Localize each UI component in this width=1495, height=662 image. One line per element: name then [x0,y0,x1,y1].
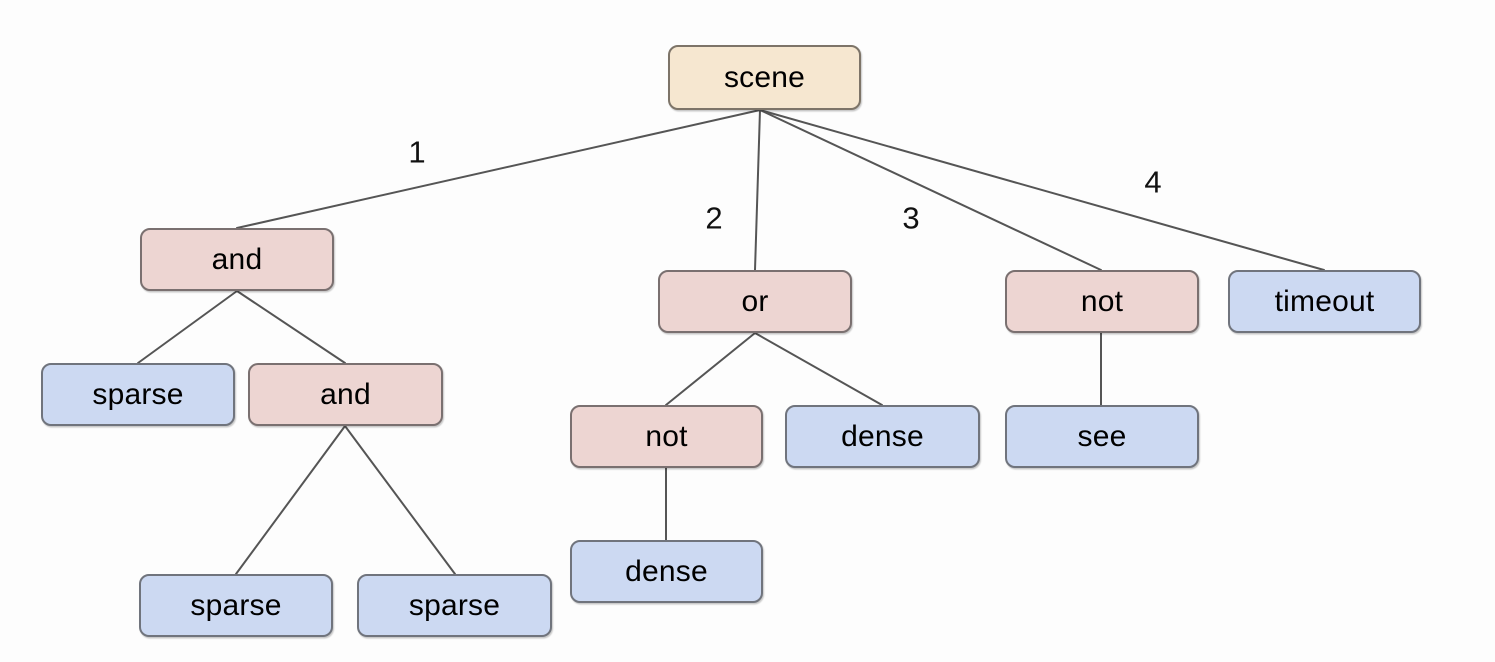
tree-node-label: timeout [1274,284,1375,318]
tree-edge [754,109,761,271]
edge-label-3: 3 [902,200,920,236]
tree-node-sparse2[interactable]: sparse [139,574,333,637]
edge-label-2: 2 [705,200,723,236]
tree-edge [754,332,883,406]
tree-edge [236,290,346,364]
tree-edge [759,109,1325,271]
edge-label-1: 1 [408,134,426,170]
tree-node-label: sparse [190,588,282,622]
tree-node-label: and [320,377,371,411]
tree-node-sparse3[interactable]: sparse [357,574,552,637]
tree-node-sparse1[interactable]: sparse [41,363,235,426]
tree-node-label: not [1080,284,1124,318]
tree-node-label: and [211,242,263,276]
tree-node-and1[interactable]: and [140,228,334,291]
tree-node-label: scene [723,60,806,94]
tree-edge [137,290,238,364]
tree-node-scene[interactable]: scene [668,45,861,110]
tree-node-timeout1[interactable]: timeout [1228,270,1421,333]
tree-node-dense2[interactable]: dense [570,540,763,603]
tree-edge [759,109,1102,271]
tree-node-not2[interactable]: not [570,405,763,468]
tree-edge [236,109,761,229]
tree-node-label: see [1077,419,1127,453]
tree-node-label: dense [841,419,924,453]
tree-node-label: sparse [408,588,501,622]
tree-node-label: not [645,419,688,453]
tree-node-label: or [741,284,769,318]
tree-node-dense1[interactable]: dense [785,405,980,468]
tree-node-label: dense [625,554,708,588]
tree-node-and2[interactable]: and [248,363,443,426]
tree-node-or1[interactable]: or [658,270,852,333]
edge-label-4: 4 [1144,164,1162,200]
tree-node-see1[interactable]: see [1005,405,1199,468]
tree-node-not1[interactable]: not [1005,270,1199,333]
tree-edge [344,425,456,575]
tree-edge [665,332,756,406]
tree-node-label: sparse [92,377,184,411]
tree-edge [235,425,346,575]
